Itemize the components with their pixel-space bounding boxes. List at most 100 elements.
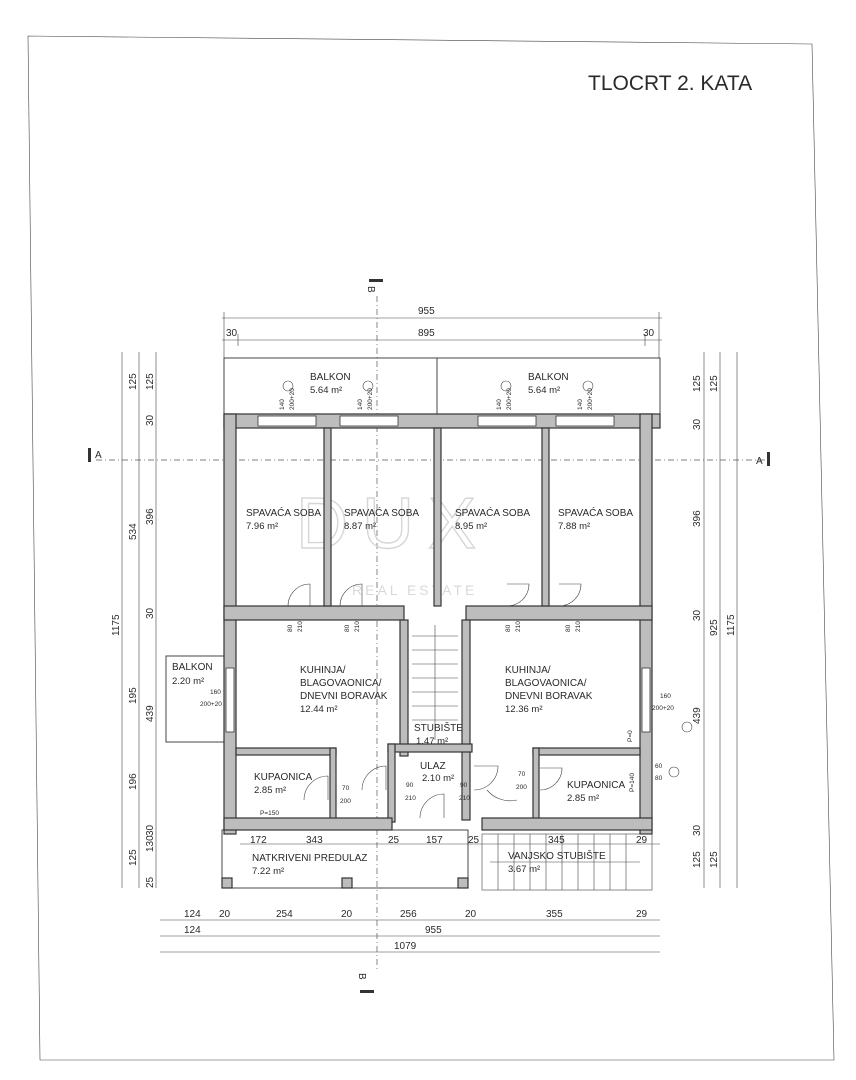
side-balcony bbox=[165, 655, 225, 743]
plan-title: TLOCRT 2. KATA bbox=[588, 72, 752, 95]
kuhinja-right-area: 12.36 m² bbox=[505, 704, 543, 715]
win-top-4-w: 200+20 bbox=[587, 388, 594, 410]
dim-left-g: 1175 bbox=[111, 614, 122, 636]
dim-bot-3: 254 bbox=[276, 909, 293, 920]
section-mark-a-left: A bbox=[95, 450, 102, 461]
dim-right-i: 30 bbox=[692, 824, 703, 836]
door-bath-left-h: 200 bbox=[340, 798, 351, 805]
dim-left-m: 125 bbox=[128, 849, 139, 866]
door-bath-left-w: 70 bbox=[342, 785, 350, 792]
dim-left-k: 30 bbox=[145, 824, 156, 836]
dim-right-f: 925 bbox=[709, 619, 720, 636]
balkon-side-name: BALKON bbox=[172, 662, 213, 673]
win-side-left-h: 160 bbox=[210, 689, 221, 696]
window-top-4 bbox=[555, 415, 615, 427]
dim-right-g: 1175 bbox=[726, 614, 737, 636]
window-top-3 bbox=[477, 415, 537, 427]
stubiste-name: STUBIŠTE bbox=[414, 721, 463, 734]
exterior-stairs bbox=[481, 833, 653, 891]
door-bath-right-w: 70 bbox=[518, 771, 526, 778]
watermark-subtitle: REAL ESTATE bbox=[352, 582, 477, 598]
door-entry-left-w: 90 bbox=[406, 782, 414, 789]
win-top-1-h: 140 bbox=[279, 399, 286, 410]
dim-bot-7: 355 bbox=[546, 909, 563, 920]
dim-inner-5: 25 bbox=[468, 835, 480, 846]
balkon-side-area: 2.20 m² bbox=[172, 676, 204, 687]
window-top-1 bbox=[257, 415, 317, 427]
dim-bot-5: 256 bbox=[400, 909, 417, 920]
kupaonica-right-name: KUPAONICA bbox=[567, 780, 625, 791]
stubiste-area: 1.47 m² bbox=[416, 736, 448, 747]
wall-mid-horizontal-right bbox=[465, 605, 653, 621]
balkon-right-name: BALKON bbox=[528, 372, 569, 383]
bath-right-p: P=140 bbox=[629, 773, 636, 792]
door-entry-right-w: 90 bbox=[460, 782, 468, 789]
kuhinja-right-l1: KUHINJA/ bbox=[505, 665, 551, 676]
stair-treads bbox=[412, 625, 458, 740]
fixture-circle-6 bbox=[681, 721, 693, 733]
section-mark-b-bottom: B bbox=[356, 973, 367, 980]
win-top-1-w: 200+20 bbox=[289, 388, 296, 410]
column-1 bbox=[221, 877, 233, 889]
dim-bot-8: 29 bbox=[636, 909, 648, 920]
balkon-left-area: 5.64 m² bbox=[310, 385, 342, 396]
bath-left-p: P=150 bbox=[260, 810, 279, 817]
door-2-w: 80 bbox=[344, 624, 351, 632]
door-1-h: 210 bbox=[297, 621, 304, 632]
door-3-w: 80 bbox=[505, 624, 512, 632]
page-frame bbox=[27, 35, 835, 1061]
dim-top-left: 30 bbox=[226, 328, 238, 339]
dim-left-j: 196 bbox=[128, 773, 139, 790]
dim-bot-1: 124 bbox=[184, 909, 201, 920]
dim-right-k: 125 bbox=[709, 851, 720, 868]
door-entry-right-h: 210 bbox=[459, 795, 470, 802]
dim-left-i: 439 bbox=[145, 705, 156, 722]
vanjsko-name: VANJSKO STUBIŠTE bbox=[508, 849, 606, 862]
soba4-area: 7.88 m² bbox=[558, 521, 590, 532]
dim-left-b: 125 bbox=[145, 373, 156, 390]
wall-partition-2 bbox=[433, 427, 442, 607]
dim-right-c: 30 bbox=[692, 418, 703, 430]
dim-left-l: 130 bbox=[145, 835, 156, 852]
dim-right-h: 439 bbox=[692, 707, 703, 724]
dim-inner-2: 343 bbox=[306, 835, 323, 846]
wall-mid-horizontal-left bbox=[223, 605, 405, 621]
wall-left-upper bbox=[223, 413, 237, 835]
dim-left-f: 30 bbox=[145, 607, 156, 619]
balkon-right-area: 5.64 m² bbox=[528, 385, 560, 396]
kuhinja-right-l2: BLAGOVAONICA/ bbox=[505, 678, 587, 689]
dim-bot2-1: 124 bbox=[184, 925, 201, 936]
soba1-name: SPAVAĆA SOBA bbox=[246, 506, 321, 519]
dim-right-a: 125 bbox=[692, 375, 703, 392]
win-top-3-w: 200+20 bbox=[506, 388, 513, 410]
section-mark-b-top: B bbox=[365, 286, 376, 293]
door-swings bbox=[287, 583, 582, 819]
win-small-a: 60 bbox=[655, 763, 663, 770]
p-mark: P=0 bbox=[627, 730, 634, 742]
dim-inner-6: 345 bbox=[548, 835, 565, 846]
dim-right-b: 125 bbox=[709, 375, 720, 392]
dim-inner-1: 172 bbox=[250, 835, 267, 846]
section-mark-b-bottom-bar bbox=[360, 990, 374, 993]
kuhinja-left-area: 12.44 m² bbox=[300, 704, 338, 715]
dim-right-e: 30 bbox=[692, 609, 703, 621]
soba3-name: SPAVAĆA SOBA bbox=[455, 506, 530, 519]
wall-stair-right bbox=[461, 619, 471, 821]
window-side-left bbox=[225, 667, 235, 733]
soba4-name: SPAVAĆA SOBA bbox=[558, 506, 633, 519]
win-top-2-w: 200+20 bbox=[367, 388, 374, 410]
door-bath-right-h: 200 bbox=[516, 784, 527, 791]
ulaz-area: 2.10 m² bbox=[422, 773, 454, 784]
dim-bot-4: 20 bbox=[341, 909, 353, 920]
predulaz-area: 7.22 m² bbox=[252, 866, 284, 877]
vanjsko-area: 3.67 m² bbox=[508, 864, 540, 875]
dim-left-h: 195 bbox=[128, 687, 139, 704]
fixture-circle-4 bbox=[582, 380, 594, 392]
wall-right-upper bbox=[639, 413, 653, 835]
wall-partition-3 bbox=[541, 427, 550, 607]
dim-right-j: 125 bbox=[692, 851, 703, 868]
win-side-left-w: 200+20 bbox=[200, 701, 222, 708]
fixture-circle-1 bbox=[282, 380, 294, 392]
section-mark-a-right: A bbox=[756, 456, 763, 467]
win-side-right-h: 160 bbox=[660, 693, 671, 700]
